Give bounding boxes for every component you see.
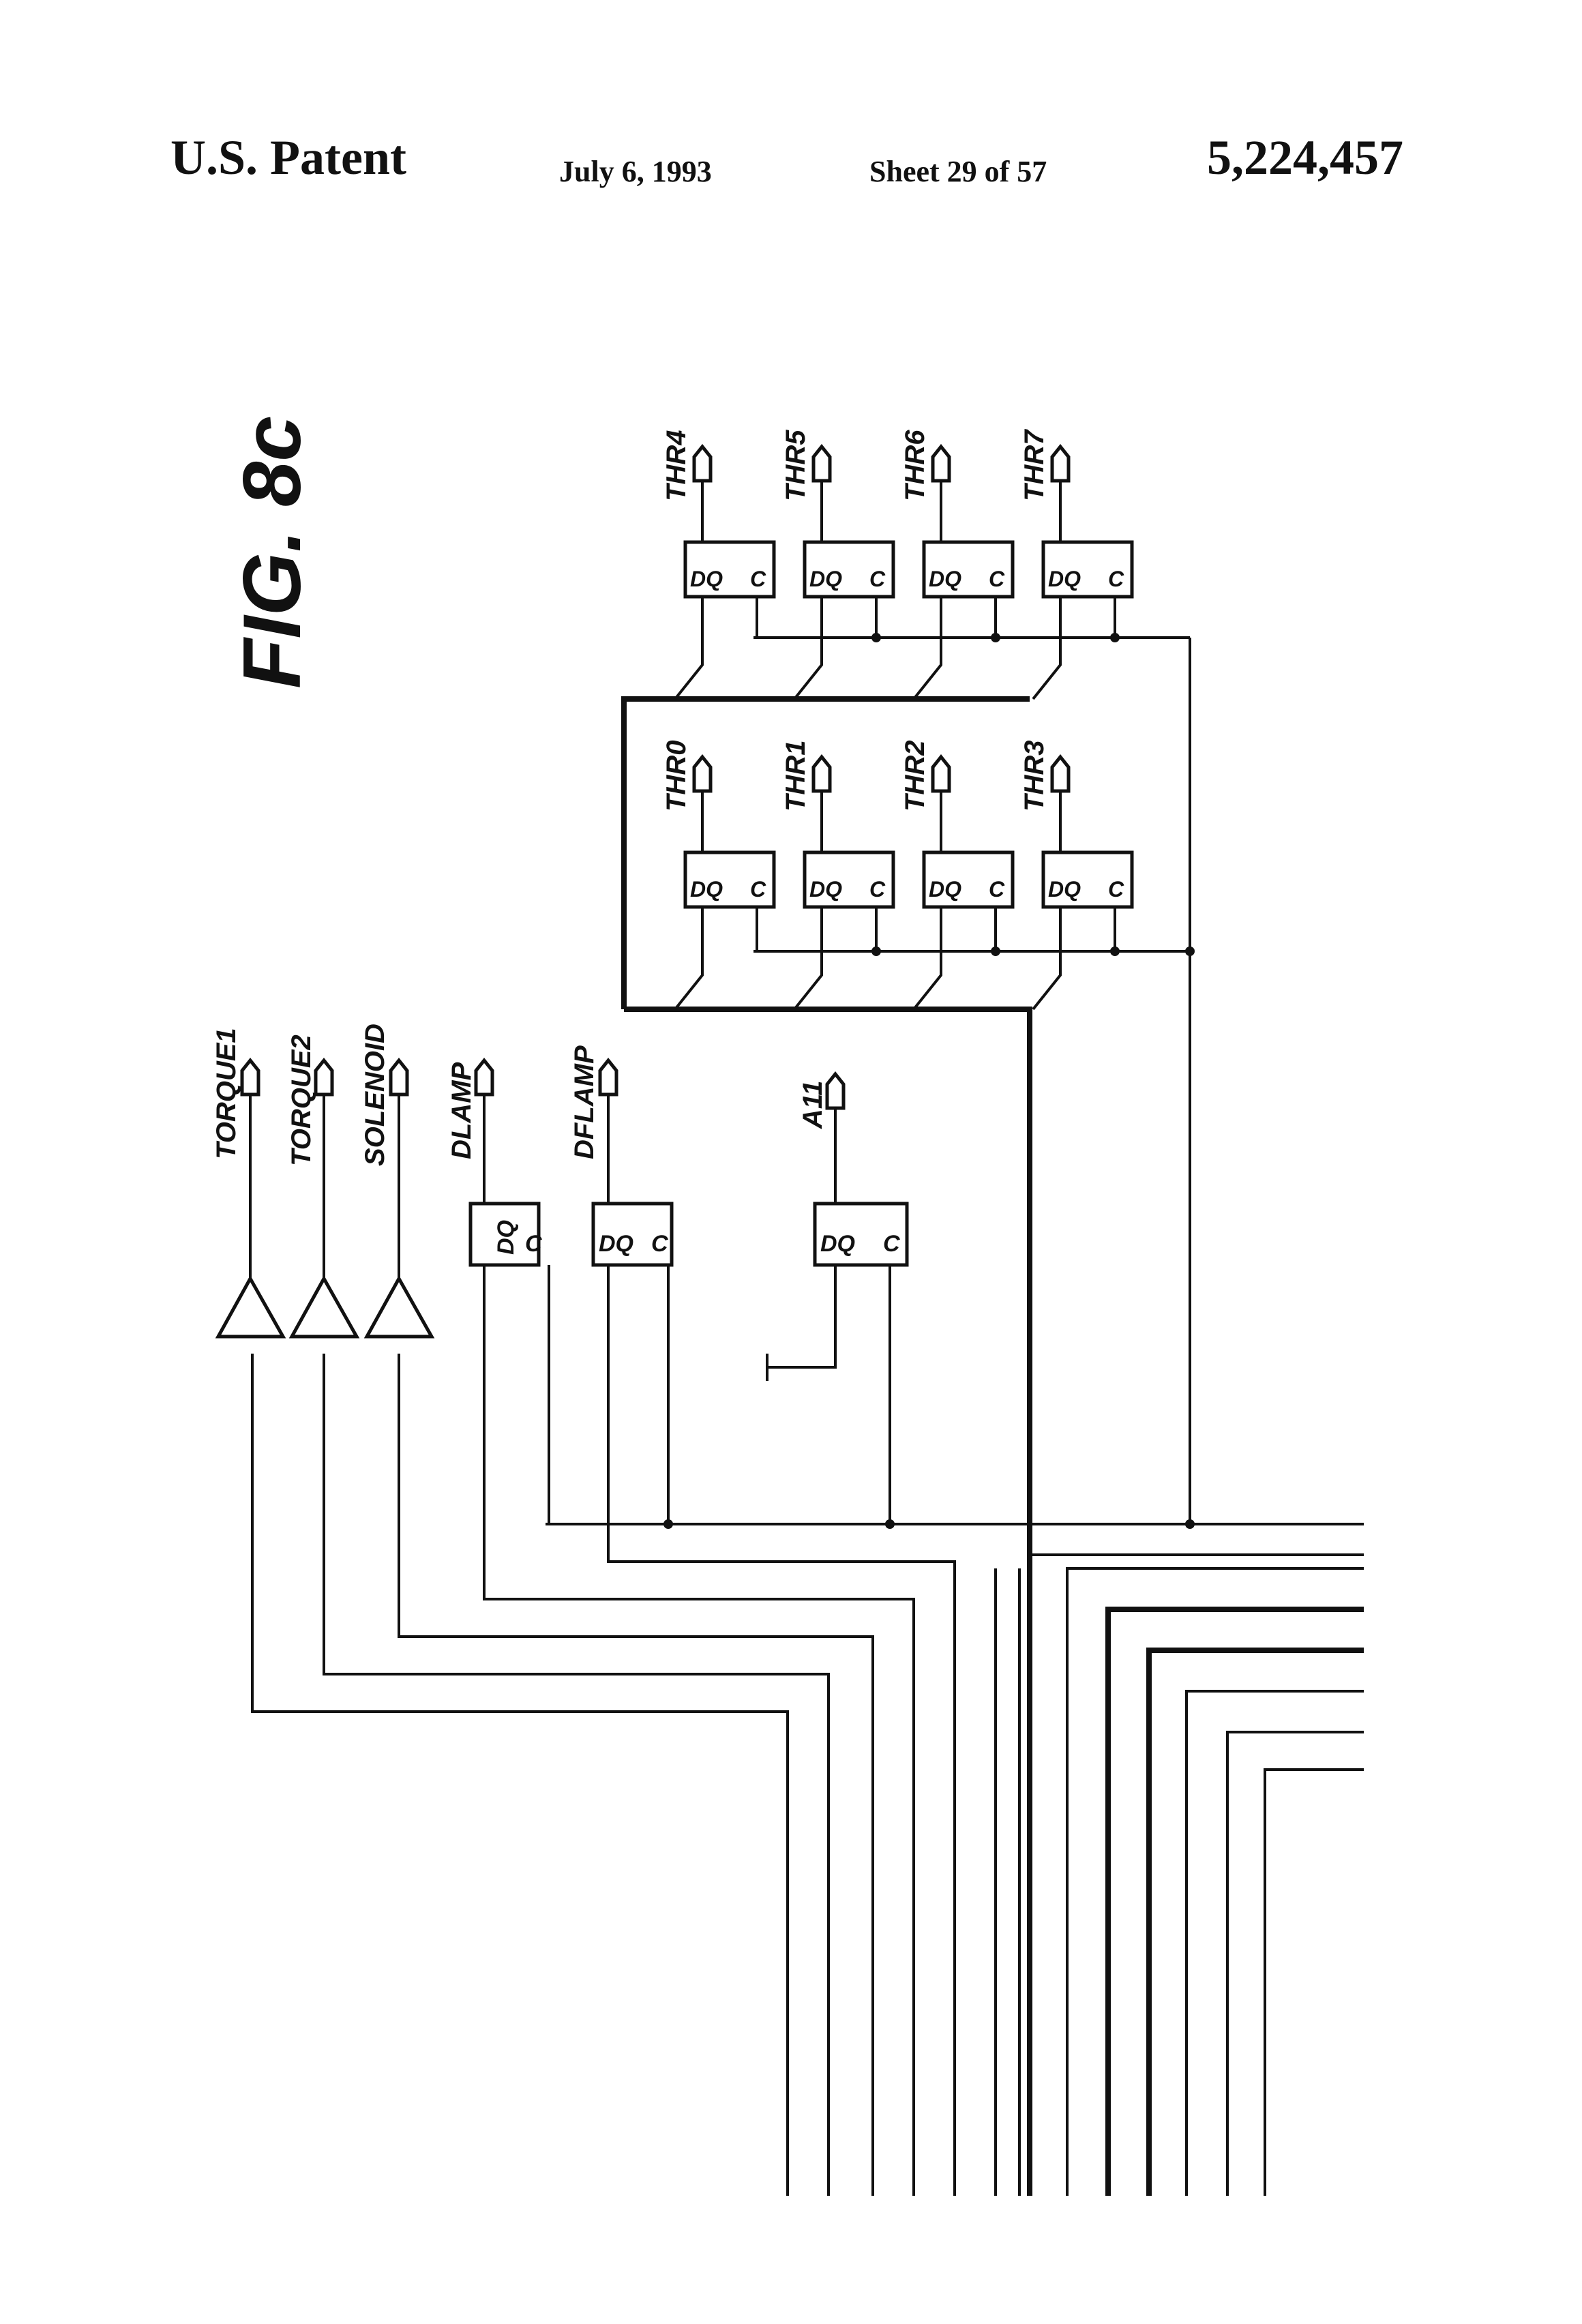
buffer-solenoid: SOLENOID	[360, 1024, 432, 1337]
latch-thr2: DQ C THR2	[900, 741, 1013, 1009]
svg-text:C: C	[750, 877, 766, 902]
latch-thr0: DQ C THR0	[661, 741, 774, 1009]
buffer-torque1: TORQUE1	[211, 1028, 283, 1337]
svg-text:DQ: DQ	[1048, 567, 1081, 591]
figure-title: FIG. 8c	[226, 416, 318, 689]
label-torque2: TORQUE2	[286, 1034, 316, 1166]
latch-thr5: DQ C THR5	[781, 430, 893, 699]
svg-text:C: C	[1108, 877, 1124, 902]
svg-text:C: C	[869, 567, 886, 591]
label-torque1: TORQUE1	[211, 1028, 241, 1159]
latch-thr6: DQ C THR6	[900, 430, 1013, 699]
svg-text:DQ: DQ	[1048, 877, 1081, 902]
label-thr1: THR1	[781, 741, 811, 811]
label-thr7: THR7	[1019, 429, 1049, 501]
label-dlamp: DLAMP	[447, 1062, 477, 1159]
svg-text:DQ: DQ	[690, 567, 723, 591]
label-thr3: THR3	[1019, 741, 1049, 811]
svg-text:DQ: DQ	[599, 1231, 633, 1257]
latch-dlamp: DQ C DLAMP	[447, 1060, 549, 1524]
svg-text:DQ: DQ	[929, 567, 961, 591]
svg-text:DQ: DQ	[493, 1220, 519, 1255]
svg-text:DQ: DQ	[929, 877, 961, 902]
label-thr2: THR2	[900, 741, 930, 811]
label-thr5: THR5	[781, 430, 811, 501]
latch-a11: DQ C A11	[767, 1074, 907, 1524]
svg-text:C: C	[989, 877, 1005, 902]
latch-thr3: DQ C THR3	[1019, 741, 1195, 1009]
latch-dflamp: DQ C DFLAMP	[569, 1045, 672, 1524]
label-a11: A11	[798, 1081, 828, 1129]
latch-thr7: DQ C THR7	[1019, 429, 1132, 699]
svg-text:C: C	[651, 1231, 668, 1257]
svg-text:DQ: DQ	[809, 567, 842, 591]
label-dflamp: DFLAMP	[569, 1045, 599, 1159]
latch-thr4: DQ C THR4	[661, 430, 774, 699]
label-thr4: THR4	[661, 430, 691, 501]
svg-text:DQ: DQ	[690, 877, 723, 902]
label-solenoid: SOLENOID	[360, 1024, 390, 1166]
svg-text:C: C	[525, 1231, 542, 1257]
svg-text:C: C	[1108, 567, 1124, 591]
buffer-torque2: TORQUE2	[286, 1034, 357, 1337]
label-thr6: THR6	[900, 430, 930, 501]
svg-text:C: C	[883, 1231, 900, 1257]
svg-text:C: C	[989, 567, 1005, 591]
label-thr0: THR0	[661, 741, 691, 811]
svg-text:DQ: DQ	[820, 1231, 855, 1257]
svg-text:C: C	[869, 877, 886, 902]
svg-text:DQ: DQ	[809, 877, 842, 902]
svg-text:C: C	[750, 567, 766, 591]
latch-thr1: DQ C THR1	[781, 741, 893, 1009]
